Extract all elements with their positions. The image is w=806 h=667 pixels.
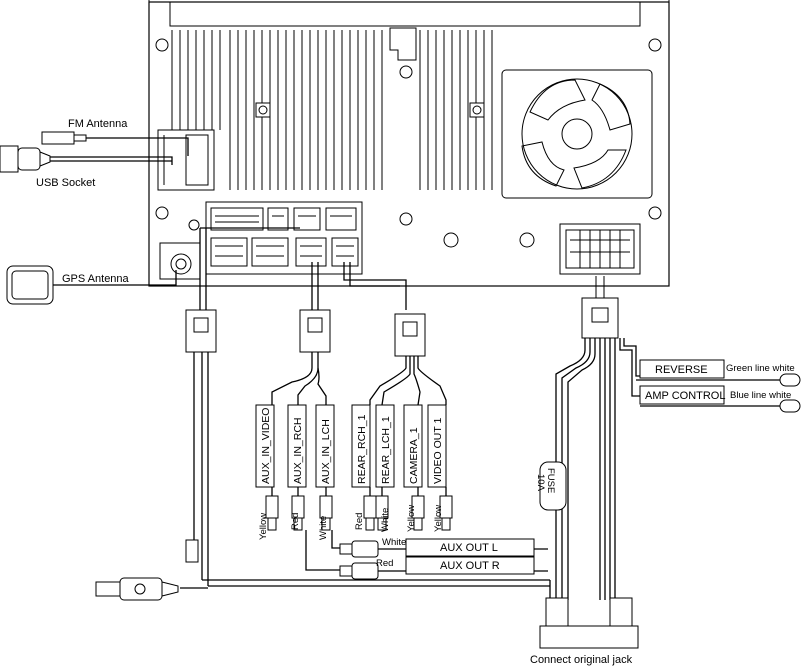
- connect-jack-label: Connect original jack: [530, 654, 633, 666]
- rca-port-labels: AUX_IN_VIDEO AUX_IN_RCH AUX_IN_LCH REAR_…: [255, 404, 447, 488]
- rear-connectors: [205, 201, 363, 275]
- fm-antenna-cable: FM Antenna: [41, 118, 189, 156]
- aux-out-lines: White Red AUX OUT L AUX OUT R: [305, 530, 548, 580]
- rca-color-rear-rch-1: Red: [354, 513, 365, 530]
- rca-label-aux-in-video: AUX_IN_VIDEO: [260, 408, 272, 484]
- head-unit-rear-panel: [148, 0, 670, 287]
- aux-out-l-wire-color: White: [382, 537, 406, 548]
- rca-label-rear-rch-1: REAR_RCH_1: [356, 414, 368, 484]
- rca-label-aux-in-rch: AUX_IN_RCH: [292, 417, 304, 484]
- aux-out-r-label: AUX OUT R: [440, 560, 500, 572]
- rca-label-video-out-1: VIDEO OUT 1: [432, 418, 444, 484]
- aux-out-r-wire-color: Red: [376, 558, 393, 569]
- fan-grille: [501, 69, 653, 199]
- amp-control-label: AMP CONTROL: [645, 390, 725, 402]
- rca-color-aux-in-video: Yellow: [258, 513, 269, 540]
- aux-out-l-label: AUX OUT L: [440, 542, 498, 554]
- fuse-label: FUSE: [545, 468, 556, 493]
- amp-wire-label: Blue line white: [730, 390, 791, 401]
- rca-label-camera-1: CAMERA_1: [408, 427, 420, 484]
- rca-label-aux-in-lch: AUX_IN_LCH: [320, 419, 332, 484]
- usb-socket-cable: USB Socket: [0, 145, 173, 189]
- rca-color-video-out-1: Yellow: [433, 505, 444, 532]
- reverse-wire-label: Green line white: [726, 363, 795, 374]
- harness-wires: [95, 227, 640, 601]
- rca-color-labels: Yellow Red White Red White Yellow Yellow: [258, 505, 444, 540]
- gps-antenna-label: GPS Antenna: [62, 273, 130, 285]
- screw-holes: [155, 38, 662, 248]
- fuse: FUSE 10A: [535, 461, 567, 511]
- main-harness-socket: [559, 223, 641, 275]
- amp-control-wire: AMP CONTROL Blue line white: [639, 385, 801, 413]
- reverse-label: REVERSE: [655, 364, 708, 376]
- rca-plugs: [265, 487, 453, 531]
- fm-antenna-label: FM Antenna: [68, 118, 128, 130]
- usb-socket-label: USB Socket: [36, 177, 95, 189]
- rca-color-camera-1: Yellow: [406, 505, 417, 532]
- gps-antenna: GPS Antenna: [6, 265, 177, 305]
- fuse-rating-label: 10A: [535, 474, 546, 492]
- rca-color-aux-in-rch: Red: [290, 513, 301, 530]
- reverse-wire: REVERSE Green line white: [636, 359, 801, 387]
- original-jack-connector: Connect original jack: [530, 597, 639, 666]
- rca-color-rear-lch-1: White: [380, 508, 391, 532]
- rca-color-aux-in-lch: White: [318, 516, 329, 540]
- rca-label-rear-lch-1: REAR_LCH_1: [380, 416, 392, 484]
